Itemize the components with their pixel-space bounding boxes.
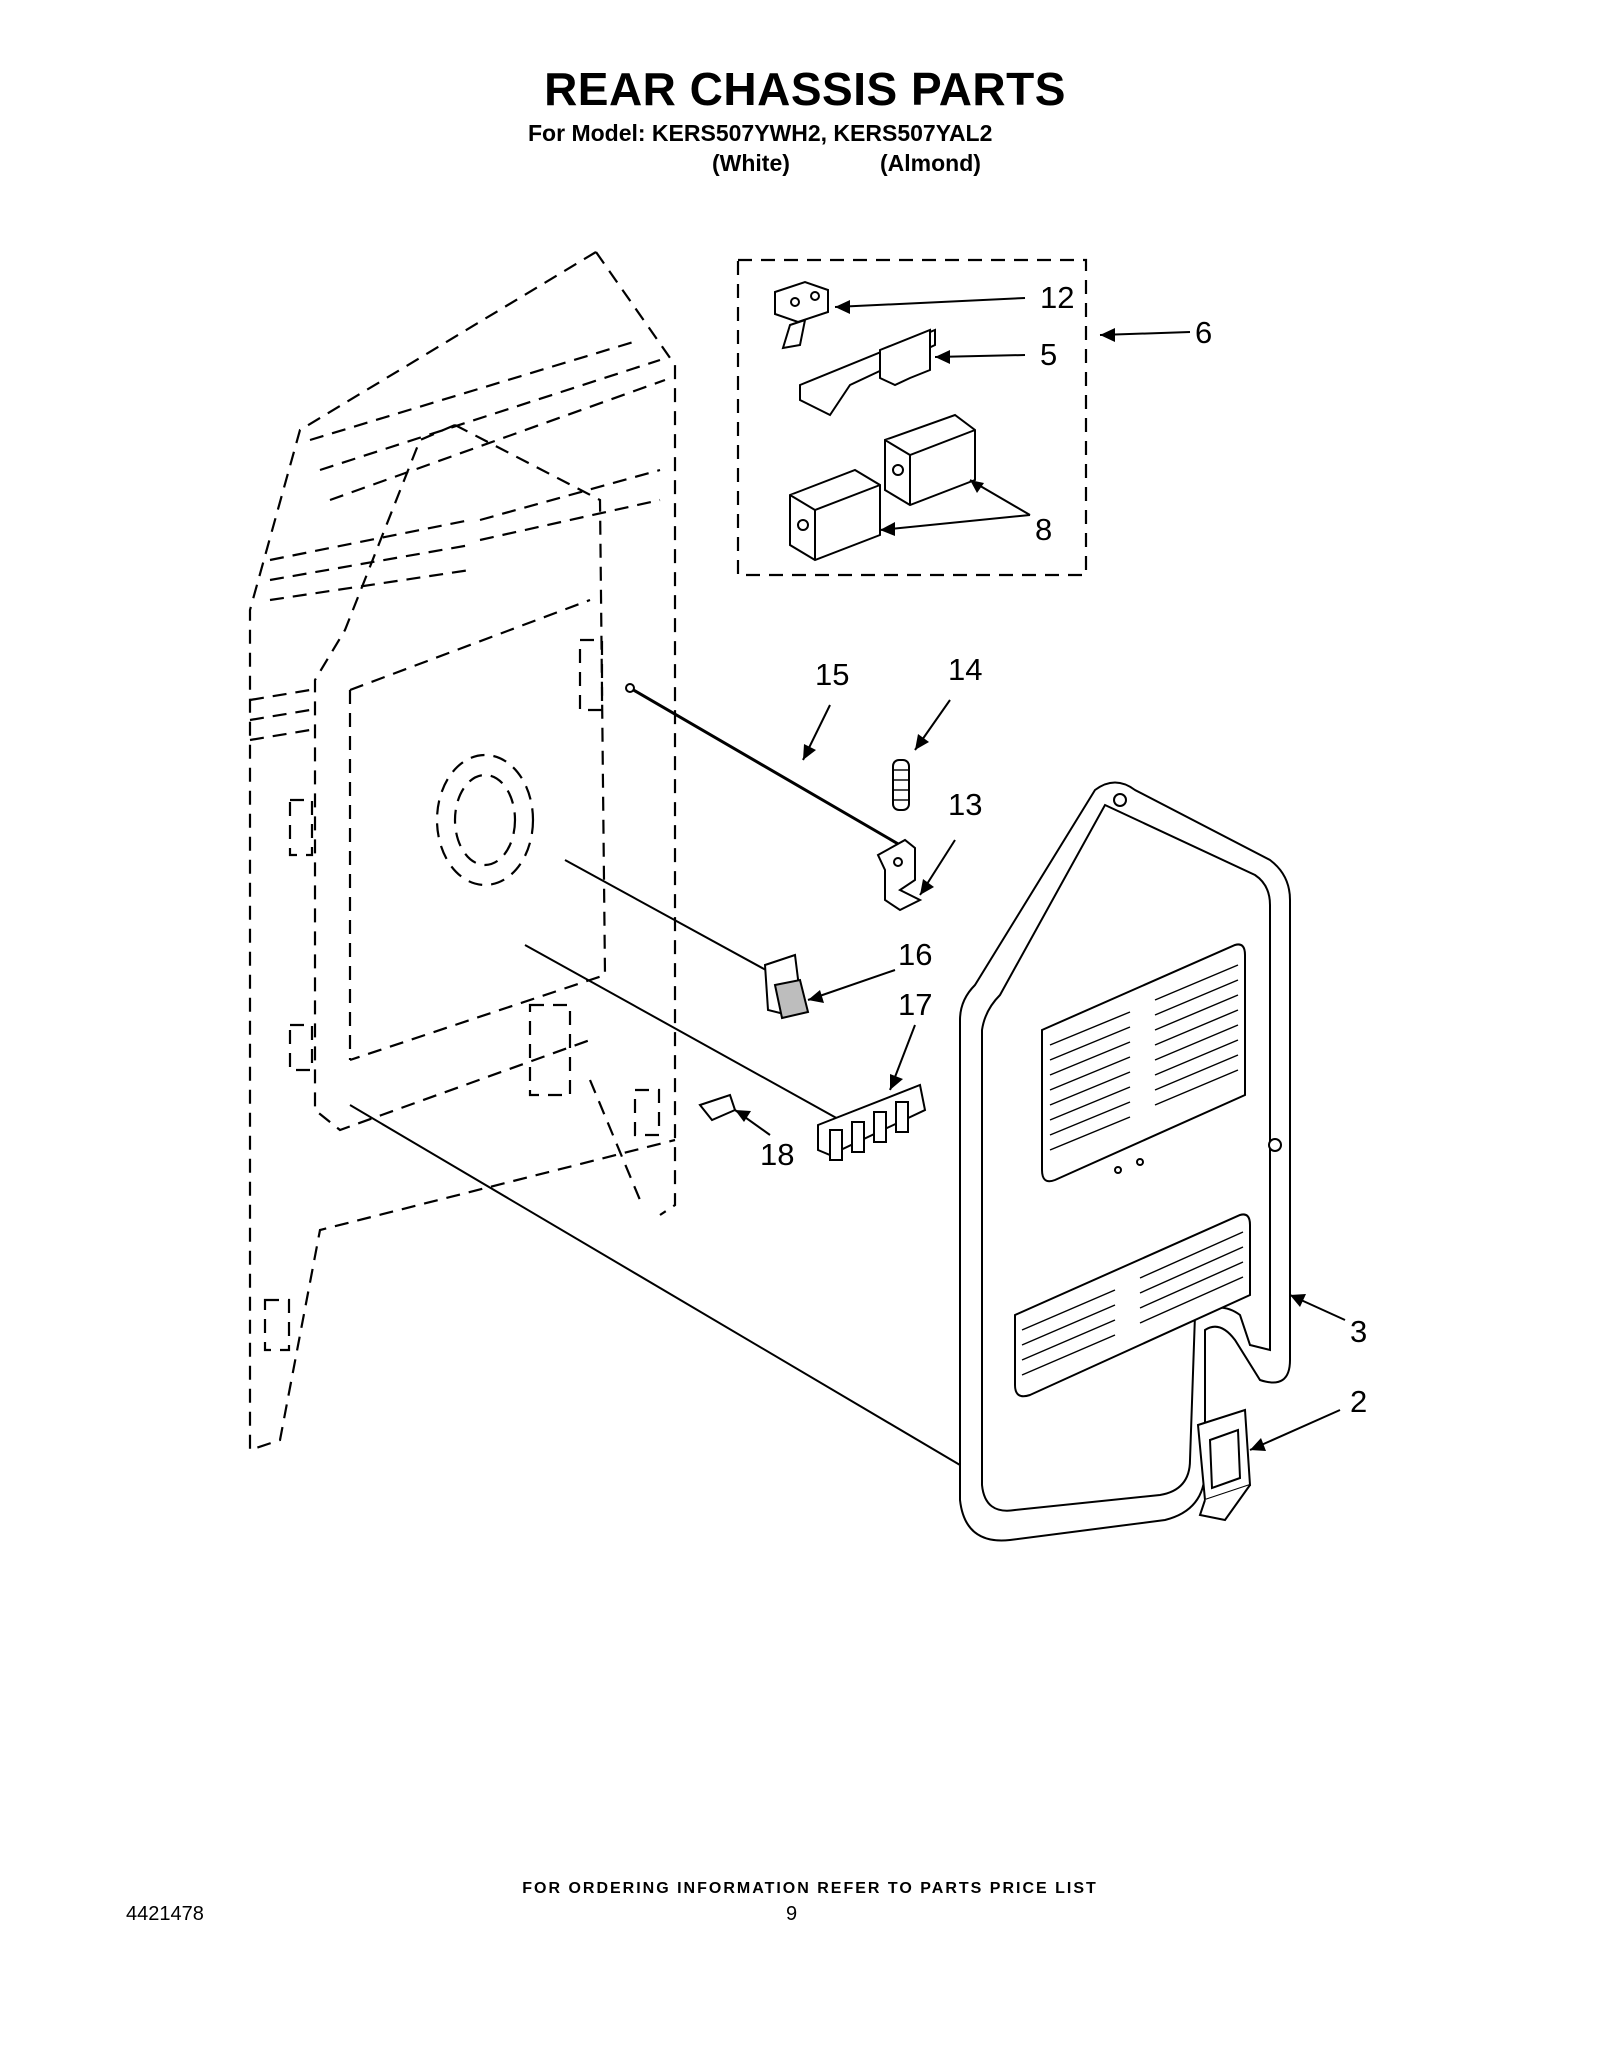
callout-labels: 12 5 6 8 15 14 13 16 17 18 3 2 (760, 280, 1367, 1419)
kit-box (736, 258, 1088, 577)
part-5-bracket (799, 328, 936, 417)
callout-5: 5 (1040, 337, 1057, 372)
callout-6: 6 (1195, 315, 1212, 350)
part-17-terminal-block (817, 1083, 927, 1161)
model-line: For Model: KERS507YWH2, KERS507YAL2 (528, 120, 993, 146)
callout-8: 8 (1035, 512, 1052, 547)
part-18-clip (698, 1093, 737, 1122)
callout-15: 15 (815, 657, 849, 692)
callout-3: 3 (1350, 1314, 1367, 1349)
callout-13: 13 (948, 787, 982, 822)
leader-lines (734, 297, 1346, 1451)
callout-18: 18 (760, 1137, 794, 1172)
part-12-switch (774, 280, 829, 350)
page-title: REAR CHASSIS PARTS (544, 63, 1066, 115)
part-14-spring (892, 759, 910, 811)
callout-17: 17 (898, 987, 932, 1022)
document-number: 4421478 (126, 1903, 204, 1925)
callout-12: 12 (1040, 280, 1074, 315)
lower-vent-louvers (1021, 1231, 1244, 1376)
callout-16: 16 (898, 937, 932, 972)
upper-vent-louvers (1049, 964, 1239, 1151)
assembly-line (349, 1104, 961, 1466)
range-body-outline (248, 251, 677, 1452)
part-3-rear-panel (959, 781, 1291, 1542)
part-16-block (763, 953, 810, 1020)
color-label-white: (White) (712, 150, 790, 176)
part-15-rod (625, 683, 911, 852)
page-number: 9 (786, 1903, 798, 1925)
wire-to-16 (564, 859, 776, 976)
part-13-bracket (876, 838, 923, 912)
part-2-cover (1196, 1408, 1252, 1522)
ordering-note: FOR ORDERING INFORMATION REFER TO PARTS … (522, 1880, 1098, 1897)
wire-to-17 (524, 944, 841, 1121)
part-8-blocks (789, 413, 976, 562)
callout-14: 14 (948, 652, 982, 687)
callout-2: 2 (1350, 1384, 1367, 1419)
color-label-almond: (Almond) (880, 150, 981, 176)
